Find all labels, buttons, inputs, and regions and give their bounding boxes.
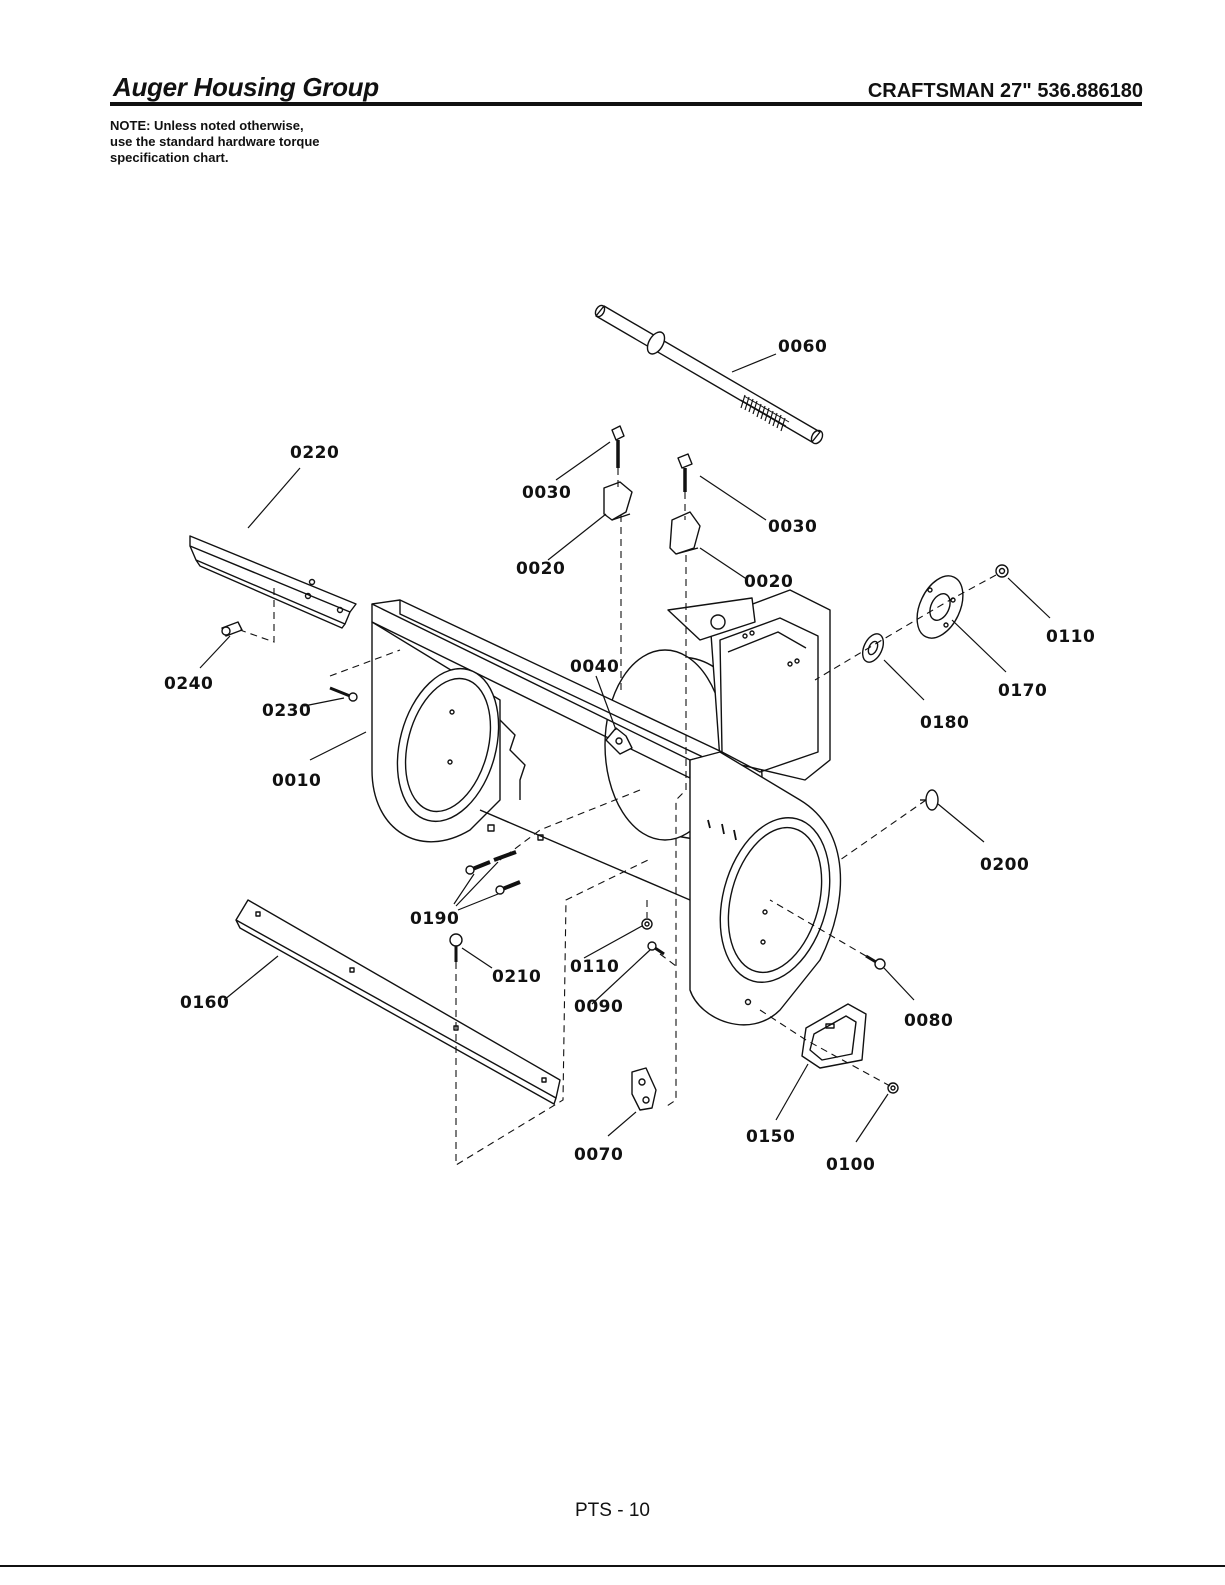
callout-0060: 0060 (778, 337, 827, 357)
callout-0160: 0160 (180, 993, 229, 1013)
callout-0090: 0090 (574, 997, 623, 1017)
bracket-0020-left-part (604, 482, 632, 520)
callout-0110-top: 0110 (1046, 627, 1095, 647)
callout-0240: 0240 (164, 674, 213, 694)
callout-0080: 0080 (904, 1011, 953, 1031)
bolt-0230-part (330, 688, 357, 701)
shave-plate-0160-part (236, 900, 560, 1104)
callout-0220: 0220 (290, 443, 339, 463)
nut-0100-part (888, 1083, 898, 1093)
bolt-0210-part (450, 934, 462, 962)
callout-0010: 0010 (272, 771, 321, 791)
callout-0040: 0040 (570, 657, 619, 677)
bolt-0240-part (222, 622, 242, 636)
page-number: PTS - 10 (0, 1500, 1225, 1522)
callout-0100: 0100 (826, 1155, 875, 1175)
bolt-0030-right-part (678, 454, 692, 492)
bolt-0090-part (648, 942, 664, 954)
bracket-0070-part (632, 1068, 656, 1110)
bearing-0180-part (859, 631, 888, 666)
callout-0030-right: 0030 (768, 517, 817, 537)
callout-0170: 0170 (998, 681, 1047, 701)
skid-shoe-0150-part (802, 1004, 866, 1068)
auger-shaft-part (594, 304, 825, 446)
callout-0230: 0230 (262, 701, 311, 721)
nut-0110-top-part (996, 565, 1008, 577)
top-rail-part (190, 536, 356, 628)
bushing-0200-part (920, 790, 938, 810)
callout-0020-left: 0020 (516, 559, 565, 579)
nut-0110-lower-part (642, 919, 652, 929)
callout-0180: 0180 (920, 713, 969, 733)
callout-0210: 0210 (492, 967, 541, 987)
bottom-rule (0, 1565, 1225, 1567)
callout-0070: 0070 (574, 1145, 623, 1165)
flange-0170-part (908, 569, 972, 646)
callout-0190: 0190 (410, 909, 459, 929)
assembly-lines (240, 468, 996, 1165)
bolt-0030-left-part (612, 426, 624, 468)
callout-0030-left: 0030 (522, 483, 571, 503)
callout-0020-right: 0020 (744, 572, 793, 592)
bolt-0080-part (866, 956, 885, 969)
callout-0200: 0200 (980, 855, 1029, 875)
callout-0110-lower: 0110 (570, 957, 619, 977)
callout-0150: 0150 (746, 1127, 795, 1147)
